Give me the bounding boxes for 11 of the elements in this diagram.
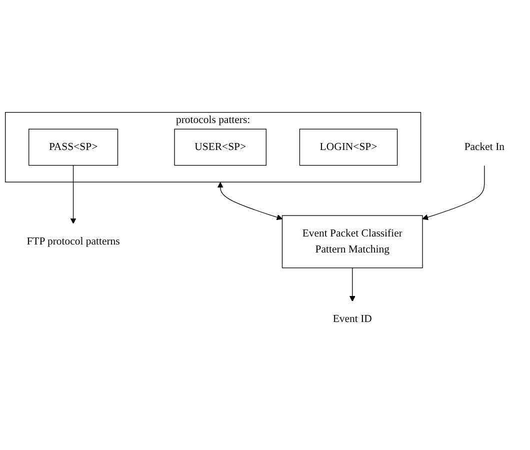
node-text: Packet In: [464, 141, 505, 153]
node-box: Event Packet Classifier Pattern Matching: [282, 215, 423, 268]
node-text: FTP protocol patterns: [26, 236, 120, 248]
node-box: USER<SP>: [174, 128, 266, 166]
arrow: [349, 268, 356, 302]
node-text: Event ID: [332, 313, 372, 325]
arrow: [70, 165, 76, 224]
node-box: PASS<SP>: [28, 128, 118, 166]
arrow: [217, 182, 282, 220]
node-box: LOGIN<SP>: [299, 128, 398, 166]
arrow: [422, 165, 485, 220]
